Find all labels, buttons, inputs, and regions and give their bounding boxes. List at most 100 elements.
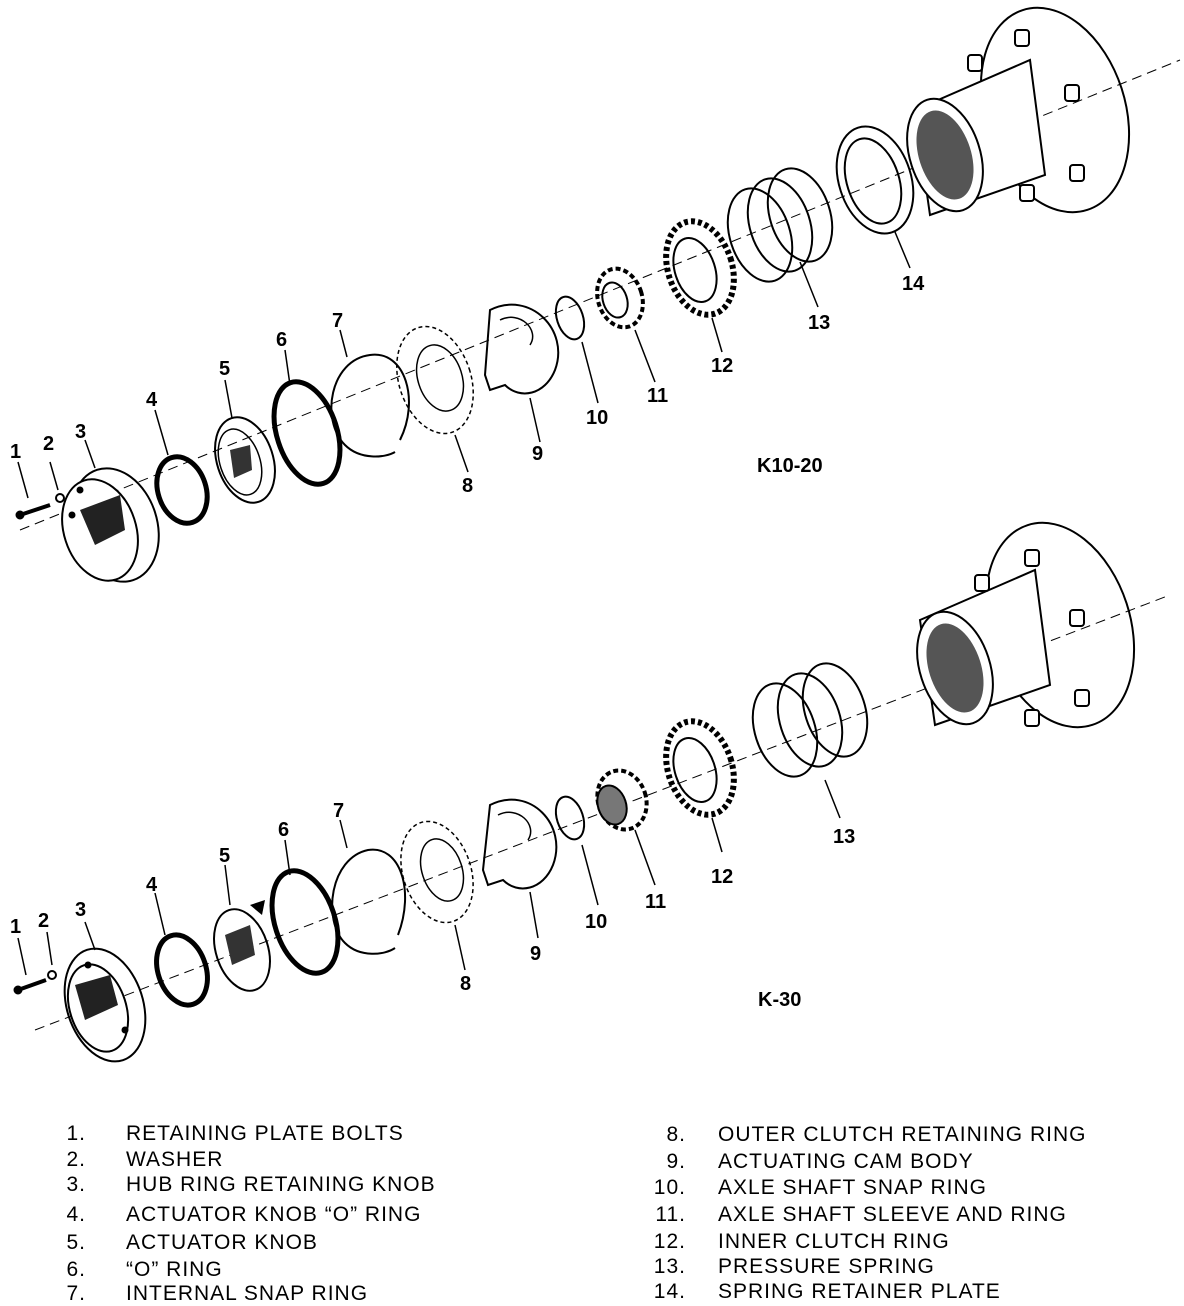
wheel-hub <box>916 521 1136 729</box>
legend-text: PRESSURE SPRING <box>718 1255 935 1278</box>
legend-item: 7. INTERNAL SNAP RING <box>36 1282 368 1306</box>
callout-3: 3 <box>75 899 86 921</box>
callout-12: 12 <box>711 355 733 377</box>
legend-item: 5. ACTUATOR KNOB <box>36 1231 318 1255</box>
legend-number: 12. <box>653 1230 686 1253</box>
legend-text: “O” RING <box>126 1258 223 1281</box>
callout-6: 6 <box>276 329 287 351</box>
actuator-knob-o-ring <box>154 932 210 1008</box>
axle-shaft-snap-ring <box>554 295 586 341</box>
callout-4: 4 <box>146 874 158 896</box>
legend-item: 6. “O” RING <box>36 1258 223 1282</box>
callouts-bottom: 1 2 3 4 5 6 7 8 9 10 11 12 13 <box>10 800 855 995</box>
actuating-cam-body <box>481 798 558 890</box>
callout-11: 11 <box>647 385 668 407</box>
legend-text: INTERNAL SNAP RING <box>126 1282 369 1305</box>
hub-ring-retaining-knob <box>61 467 160 583</box>
axle-shaft-sleeve <box>595 768 649 832</box>
callout-1: 1 <box>10 441 21 463</box>
legend-number: 8. <box>666 1123 686 1146</box>
legend-item: 2. WASHER <box>36 1148 223 1172</box>
legend-item: 1. RETAINING PLATE BOLTS <box>36 1122 404 1146</box>
legend-text: AXLE SHAFT SNAP RING <box>718 1176 987 1199</box>
legend-text: ACTUATOR KNOB <box>126 1231 318 1254</box>
leader-lines <box>17 779 841 976</box>
legend-item: 10.AXLE SHAFT SNAP RING <box>636 1176 987 1200</box>
pressure-spring <box>726 167 834 283</box>
callout-5: 5 <box>219 358 230 380</box>
legend-text: WASHER <box>126 1148 224 1171</box>
internal-snap-ring <box>331 848 406 955</box>
callout-5: 5 <box>219 845 230 867</box>
legend-item: 9. ACTUATING CAM BODY <box>636 1150 974 1174</box>
axle-shaft-snap-ring <box>554 795 586 841</box>
callout-4: 4 <box>146 389 158 411</box>
callout-14: 14 <box>902 273 925 295</box>
callout-9: 9 <box>532 443 543 465</box>
legend-number: 13. <box>653 1255 686 1278</box>
callout-2: 2 <box>38 910 49 932</box>
spring-retainer-plate <box>835 125 915 235</box>
callout-7: 7 <box>333 800 344 822</box>
legend-number: 11. <box>655 1203 686 1226</box>
legend-number: 3. <box>66 1173 86 1196</box>
legend-number: 4. <box>66 1203 86 1226</box>
actuator-knob-o-ring <box>154 454 210 526</box>
leader-lines <box>17 231 911 499</box>
callout-7: 7 <box>332 310 343 332</box>
inner-clutch-ring <box>663 718 737 818</box>
callout-2: 2 <box>43 433 54 455</box>
legend-text: ACTUATING CAM BODY <box>718 1150 974 1173</box>
retaining-plate-bolt <box>15 503 51 520</box>
legend-item: 12. INNER CLUTCH RING <box>636 1230 950 1254</box>
legend-number: 1. <box>66 1122 86 1145</box>
actuator-knob <box>213 900 271 992</box>
axle-shaft-sleeve <box>595 266 645 330</box>
callout-11: 11 <box>645 891 666 913</box>
legend-number: 6. <box>66 1258 86 1281</box>
legend-text: RETAINING PLATE BOLTS <box>126 1122 404 1145</box>
inner-clutch-ring <box>663 218 737 318</box>
callout-12: 12 <box>711 866 733 888</box>
o-ring <box>269 868 341 976</box>
legend-item: 11. AXLE SHAFT SLEEVE AND RING <box>636 1203 1067 1227</box>
caption-k10-20: K10-20 <box>757 455 823 477</box>
caption-k-30: K-30 <box>758 989 801 1011</box>
legend-text: OUTER CLUTCH RETAINING RING <box>718 1123 1087 1146</box>
legend-number: 5. <box>66 1231 86 1254</box>
pressure-spring <box>751 662 869 778</box>
internal-snap-ring <box>330 353 410 458</box>
legend-text: AXLE SHAFT SLEEVE AND RING <box>718 1203 1067 1226</box>
legend-number: 7. <box>66 1282 86 1305</box>
callout-13: 13 <box>808 312 830 334</box>
actuating-cam-body <box>483 303 560 395</box>
callout-13: 13 <box>833 826 855 848</box>
legend-item: 8. OUTER CLUTCH RETAINING RING <box>636 1123 1086 1147</box>
wheel-hub <box>906 6 1131 217</box>
actuator-knob <box>214 416 276 504</box>
callout-8: 8 <box>460 973 471 995</box>
callout-8: 8 <box>462 475 473 497</box>
callout-9: 9 <box>530 943 541 965</box>
legend-text: SPRING RETAINER PLATE <box>718 1280 1001 1303</box>
callout-1: 1 <box>10 916 21 938</box>
assembly-k-30: 1 2 3 4 5 6 7 8 9 10 11 12 13 K-30 <box>10 521 1171 1063</box>
legend-item: 3. HUB RING RETAINING KNOB <box>36 1173 436 1197</box>
hub-ring-retaining-knob <box>63 947 147 1063</box>
outer-clutch-retaining-ring <box>396 325 474 435</box>
legend-text: HUB RING RETAINING KNOB <box>126 1173 436 1196</box>
legend-number: 9. <box>666 1150 686 1173</box>
legend-text: INNER CLUTCH RING <box>718 1230 950 1253</box>
legend-number: 2. <box>66 1148 86 1171</box>
retaining-plate-bolt <box>13 978 47 995</box>
legend-item: 4.ACTUATOR KNOB “O” RING <box>36 1203 421 1227</box>
outer-clutch-retaining-ring <box>400 820 474 924</box>
washer <box>55 493 65 503</box>
callouts-top: 1 2 3 4 5 6 7 8 9 10 11 12 13 14 <box>10 273 925 497</box>
callout-10: 10 <box>585 911 607 933</box>
legend-item: 14.SPRING RETAINER PLATE <box>636 1280 1001 1304</box>
callout-10: 10 <box>586 407 608 429</box>
assembly-k10-20: 1 2 3 4 5 6 7 8 9 10 11 12 13 14 K10-20 <box>10 6 1181 583</box>
o-ring <box>271 379 343 487</box>
